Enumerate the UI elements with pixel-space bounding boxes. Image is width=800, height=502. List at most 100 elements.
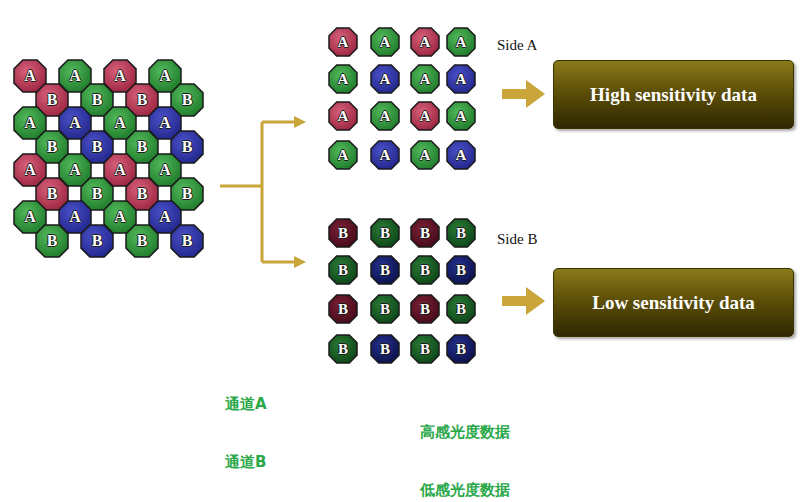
pixel-octagon: A: [446, 27, 476, 57]
pixel-octagon: A: [446, 101, 476, 131]
pixel-octagon: B: [446, 294, 476, 324]
pixel-letter: A: [370, 27, 400, 57]
pixel-letter: B: [446, 334, 476, 364]
side-label: Side A: [497, 37, 537, 54]
pixel-octagon: A: [410, 140, 440, 170]
pixel-octagon: B: [370, 334, 400, 364]
pixel-octagon: B: [35, 224, 69, 258]
octagon-outline: [371, 65, 399, 93]
octagon-outline: [329, 335, 357, 363]
pixel-octagon: B: [370, 255, 400, 285]
pixel-octagon: B: [410, 294, 440, 324]
pixel-letter: B: [328, 218, 358, 248]
octagon-outline: [411, 65, 439, 93]
octagon-outline: [411, 256, 439, 284]
pixel-letter: B: [80, 224, 114, 258]
pixel-letter: A: [446, 64, 476, 94]
pixel-letter: A: [410, 140, 440, 170]
pixel-letter: A: [328, 140, 358, 170]
pixel-octagon: A: [410, 27, 440, 57]
pixel-letter: B: [370, 255, 400, 285]
octagon-outline: [329, 295, 357, 323]
pixel-letter: B: [328, 334, 358, 364]
pixel-octagon: A: [370, 27, 400, 57]
octagon-outline: [329, 219, 357, 247]
octagon-outline: [371, 295, 399, 323]
pixel-octagon: A: [446, 140, 476, 170]
pixel-letter: B: [410, 218, 440, 248]
pixel-letter: A: [446, 27, 476, 57]
pixel-letter: A: [328, 64, 358, 94]
channel-label: 通道A: [225, 395, 267, 414]
pixel-letter: B: [446, 218, 476, 248]
pixel-letter: A: [328, 27, 358, 57]
pixel-octagon: A: [410, 64, 440, 94]
pixel-letter: B: [410, 294, 440, 324]
octagon-outline: [171, 225, 203, 257]
pixel-octagon: B: [410, 334, 440, 364]
pixel-octagon: A: [370, 64, 400, 94]
pixel-letter: B: [125, 224, 159, 258]
octagon-outline: [329, 102, 357, 130]
octagon-outline: [447, 141, 475, 169]
octagon-outline: [447, 256, 475, 284]
pixel-letter: B: [370, 294, 400, 324]
pixel-letter: B: [446, 294, 476, 324]
pixel-letter: A: [370, 64, 400, 94]
pixel-letter: A: [370, 101, 400, 131]
pixel-letter: B: [35, 224, 69, 258]
pixel-octagon: B: [80, 224, 114, 258]
data-box: High sensitivity data: [553, 60, 794, 129]
octagon-outline: [447, 65, 475, 93]
octagon-outline: [411, 219, 439, 247]
box-text: Low sensitivity data: [582, 292, 765, 314]
pixel-letter: A: [410, 64, 440, 94]
pixel-letter: B: [328, 294, 358, 324]
pixel-octagon: B: [328, 334, 358, 364]
pixel-octagon: B: [446, 334, 476, 364]
octagon-outline: [411, 141, 439, 169]
pixel-octagon: A: [446, 64, 476, 94]
caption-label: 高感光度数据: [420, 423, 510, 442]
octagon-outline: [447, 28, 475, 56]
arrow-head: [294, 256, 306, 268]
pixel-octagon: A: [370, 140, 400, 170]
pixel-octagon: B: [328, 218, 358, 248]
pixel-octagon: B: [328, 294, 358, 324]
octagon-outline: [447, 295, 475, 323]
split-arrow: [220, 122, 296, 262]
pixel-octagon: B: [410, 255, 440, 285]
octagon-outline: [36, 225, 68, 257]
octagon-outline: [371, 335, 399, 363]
pixel-octagon: B: [446, 218, 476, 248]
octagon-outline: [447, 102, 475, 130]
pixel-letter: B: [410, 255, 440, 285]
octagon-outline: [447, 219, 475, 247]
pixel-letter: B: [170, 224, 204, 258]
pixel-letter: B: [370, 218, 400, 248]
caption-label: 低感光度数据: [420, 481, 510, 500]
block-arrow: [502, 287, 545, 315]
pixel-octagon: B: [446, 255, 476, 285]
octagon-outline: [371, 102, 399, 130]
octagon-outline: [371, 28, 399, 56]
pixel-letter: B: [410, 334, 440, 364]
octagon-outline: [371, 219, 399, 247]
pixel-octagon: A: [328, 64, 358, 94]
octagon-outline: [126, 225, 158, 257]
octagon-outline: [329, 28, 357, 56]
side-label: Side B: [497, 231, 537, 248]
octagon-outline: [81, 225, 113, 257]
box-text: High sensitivity data: [580, 84, 767, 106]
pixel-octagon: B: [410, 218, 440, 248]
pixel-octagon: A: [410, 101, 440, 131]
pixel-letter: A: [446, 140, 476, 170]
pixel-octagon: B: [370, 218, 400, 248]
pixel-letter: A: [410, 27, 440, 57]
pixel-letter: A: [446, 101, 476, 131]
data-box: Low sensitivity data: [553, 268, 794, 337]
pixel-letter: A: [410, 101, 440, 131]
pixel-letter: A: [328, 101, 358, 131]
pixel-letter: B: [446, 255, 476, 285]
pixel-octagon: B: [170, 224, 204, 258]
